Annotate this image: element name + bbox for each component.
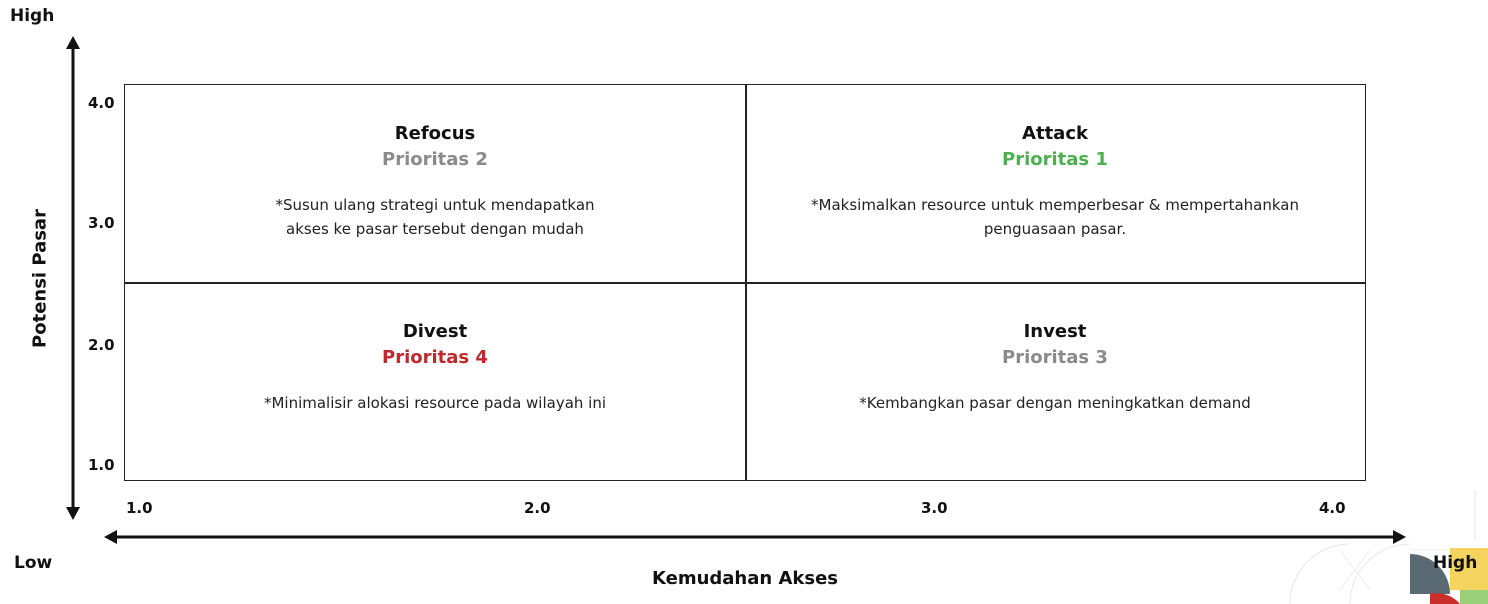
quadrant-title: Attack	[1022, 123, 1088, 144]
x-tick-2: 2.0	[524, 499, 551, 517]
x-axis-arrow	[404, 530, 1406, 544]
decorative-corner-graphic	[1289, 490, 1488, 604]
quadrant-priority: Prioritas 3	[1002, 347, 1108, 368]
quadrant-priority: Prioritas 2	[382, 149, 488, 170]
y-tick-4: 4.0	[88, 94, 115, 112]
quadrant-note: *Maksimalkan resource untuk memperbesar …	[811, 196, 1299, 238]
x-axis-arrow-left-part	[104, 530, 406, 544]
quadrant-refocus: Refocus Prioritas 2 *Susun ulang strateg…	[125, 85, 745, 282]
quadrant-title: Divest	[402, 321, 468, 342]
y-axis-high-label: High	[10, 6, 55, 26]
x-axis-title: Kemudahan Akses	[651, 568, 839, 589]
x-tick-1: 1.0	[126, 499, 153, 517]
quadrant-title: Invest	[1023, 321, 1087, 342]
horizontal-divider	[125, 282, 1365, 284]
x-tick-3: 3.0	[921, 499, 948, 517]
quadrant-attack: Attack Prioritas 1 *Maksimalkan resource…	[745, 85, 1365, 282]
quadrant-note: *Kembangkan pasar dengan meningkatkan de…	[859, 394, 1251, 412]
x-axis-low-label: Low	[14, 553, 53, 573]
y-tick-3: 3.0	[88, 214, 115, 232]
x-tick-4: 4.0	[1319, 499, 1346, 517]
quadrant-divest: Divest Prioritas 4 *Minimalisir alokasi …	[125, 283, 745, 480]
quadrant-note: *Susun ulang strategi untuk mendapatkan …	[275, 196, 595, 238]
y-axis-arrow	[66, 36, 80, 520]
quadrant-priority: Prioritas 1	[1002, 149, 1108, 170]
x-axis-high-label: High	[1433, 553, 1478, 573]
y-axis-title: Potensi Pasar	[29, 209, 51, 348]
quadrant-note: *Minimalisir alokasi resource pada wilay…	[263, 394, 607, 412]
quadrant-invest: Invest Prioritas 3 *Kembangkan pasar den…	[745, 283, 1365, 480]
priority-matrix: Refocus Prioritas 2 *Susun ulang strateg…	[124, 84, 1366, 481]
quadrant-title: Refocus	[394, 123, 476, 144]
quadrant-priority: Prioritas 4	[382, 347, 488, 368]
y-tick-2: 2.0	[88, 336, 115, 354]
y-tick-1: 1.0	[88, 456, 115, 474]
